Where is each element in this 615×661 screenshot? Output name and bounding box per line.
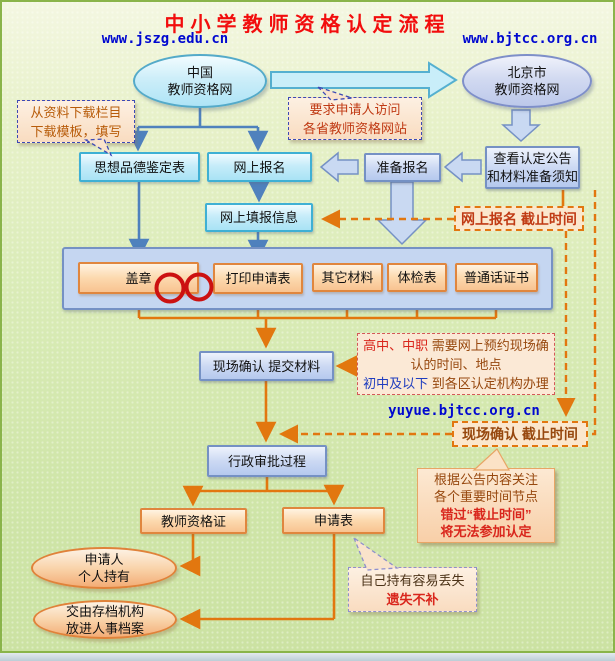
node-archive-agency: 交由存档机构 放进人事档案 — [33, 600, 177, 639]
node-mandarin-certificate: 普通话证书 — [455, 263, 538, 292]
callout-confirm-deadline: 现场确认 截止时间 — [452, 421, 588, 447]
node-print-application: 打印申请表 — [213, 263, 303, 294]
callout-yuyue-note: 高中、中职 需要网上预约现场确 认的时间、地点 初中及以下 到各区认定机构办理 — [357, 333, 555, 395]
node-prepare-signup: 准备报名 — [364, 153, 441, 182]
blue-connectors — [127, 108, 270, 261]
callout-download-template: 从资料下载栏目 下载模板，填写 — [17, 100, 135, 143]
node-fill-info-online: 网上填报信息 — [205, 203, 313, 232]
url-beijing: www.bjtcc.org.cn — [462, 31, 598, 47]
arrow-prepare-down — [376, 181, 428, 246]
node-beijing-teacher-net: 北京市 教师资格网 — [462, 54, 592, 108]
node-moral-appraisal-form: 思想品德鉴定表 — [79, 152, 200, 182]
node-held-by-applicant: 申请人 个人持有 — [31, 547, 177, 589]
node-admin-approval: 行政审批过程 — [207, 445, 327, 477]
callout-signup-deadline: 网上报名 截止时间 — [454, 206, 584, 231]
callout-deadline-warning: 根据公告内容关注 各个重要时间节点 错过“截止时间” 将无法参加认定 — [417, 468, 555, 543]
arrow-beijing-down — [501, 109, 541, 143]
node-other-materials: 其它材料 — [312, 263, 383, 292]
url-china: www.jszg.edu.cn — [101, 31, 229, 47]
callout-easily-lost: 自己持有容易丢失 遗失不补 — [348, 567, 477, 612]
arrow-check-to-prepare — [443, 151, 482, 183]
node-physical-exam-form: 体检表 — [387, 263, 447, 292]
window-bottom-strip — [0, 653, 615, 661]
node-china-teacher-net: 中国 教师资格网 — [133, 54, 267, 108]
dashed-connectors — [279, 190, 597, 444]
node-online-signup: 网上报名 — [207, 152, 312, 182]
arrow-china-to-beijing — [270, 61, 458, 99]
url-yuyue: yuyue.bjtcc.org.cn — [388, 403, 540, 419]
page-title: 中小学教师资格认定流程 — [164, 14, 451, 36]
node-onsite-confirm: 现场确认 提交材料 — [199, 351, 334, 381]
arrow-prepare-to-signup — [319, 151, 359, 183]
node-check-notice: 查看认定公告 和材料准备须知 — [485, 146, 580, 189]
node-application-form: 申请表 — [282, 507, 385, 534]
node-teacher-certificate: 教师资格证 — [140, 508, 247, 534]
node-stamp: 盖章 — [78, 262, 199, 294]
callout-visit-province-site: 要求申请人访问 各省教师资格网站 — [288, 97, 422, 140]
